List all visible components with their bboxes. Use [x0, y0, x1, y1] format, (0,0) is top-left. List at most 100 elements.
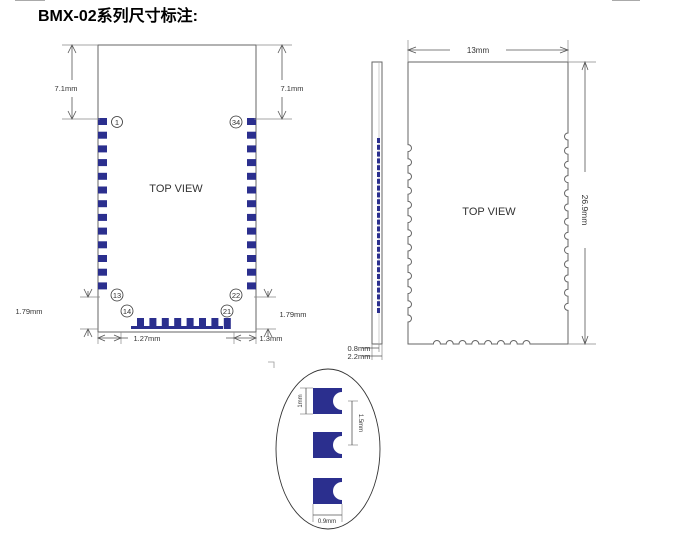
side-pad [377, 246, 380, 252]
bottom-pad-row [131, 318, 231, 329]
dim-overall-label: 2.2mm [348, 352, 371, 361]
top-view-label: TOP VIEW [149, 183, 203, 195]
left-pad [98, 227, 107, 235]
side-pad [377, 144, 380, 150]
module-top-view-label: TOP VIEW [462, 206, 516, 218]
side-pad [377, 233, 380, 239]
pin-marker-34: 34 [229, 115, 243, 129]
side-pad [377, 226, 380, 232]
left-pad [98, 200, 107, 208]
right-pad [247, 241, 256, 249]
detail-pad-middle [313, 432, 342, 458]
pin-label-34: 34 [232, 118, 240, 127]
right-pad [247, 172, 256, 180]
dim-bottom-left-label: 1.79mm [15, 307, 42, 316]
left-pad [98, 186, 107, 194]
bottom-pad [174, 318, 182, 329]
dim-bottom-pitch-label: 1.27mm [133, 334, 160, 343]
pin-marker-1: 1 [111, 116, 123, 128]
dim-bottom-right: 1.79mm [254, 288, 307, 338]
side-pad [377, 294, 380, 300]
left-pad [98, 172, 107, 180]
side-pad [377, 240, 380, 245]
side-pad [377, 253, 380, 259]
side-pad [377, 260, 380, 266]
left-pad [98, 118, 107, 125]
right-pad [247, 186, 256, 194]
side-pad [377, 138, 380, 143]
left-pad [98, 159, 107, 167]
dim-top-right-label: 7.1mm [281, 84, 304, 93]
dim-bottom-left: 1.79mm [15, 288, 100, 338]
dim-pad-height-label: 1mm [298, 394, 304, 407]
side-pad [377, 192, 380, 198]
dim-pitch-label: 1.5mm [357, 414, 363, 432]
dim-bottom-edge-label: 1.3mm [260, 334, 283, 343]
side-pad [377, 308, 380, 313]
bottom-pad [137, 318, 144, 329]
corner-mark [268, 361, 275, 368]
bottom-pad [149, 318, 157, 329]
dim-module-height: 26.9mm [568, 60, 596, 346]
bottom-pad [199, 318, 206, 329]
left-pad [98, 241, 107, 249]
side-pad [377, 301, 380, 307]
side-pad [377, 158, 380, 164]
right-pad [247, 131, 256, 139]
side-pad [377, 287, 380, 293]
left-pad [98, 268, 107, 276]
dim-module-height-label: 26.9mm [580, 195, 590, 226]
pin-label-1: 1 [115, 118, 119, 127]
bottom-pad [186, 318, 194, 329]
dim-top-left-label: 7.1mm [55, 84, 78, 93]
side-pad [377, 206, 380, 211]
right-pad [247, 227, 256, 235]
right-pad [247, 213, 256, 221]
pin-label-13: 13 [113, 291, 121, 300]
side-pad [377, 151, 380, 157]
side-pad [377, 165, 380, 171]
pin-marker-22: 22 [229, 288, 243, 302]
pin-label-21: 21 [223, 307, 231, 316]
dim-bottom-edge: 1.3mm [226, 332, 282, 344]
side-pad [377, 267, 380, 273]
dim-pad-width-label: 0.9mm [318, 519, 336, 525]
side-pad [377, 185, 380, 191]
bottom-pad [211, 318, 219, 329]
dim-bottom-right-label: 1.79mm [279, 310, 306, 319]
top-view-footprint: TOP VIEW 1 34 13 22 14 21 [15, 44, 307, 344]
pin-label-14: 14 [123, 307, 131, 316]
right-pad [247, 282, 256, 290]
pad-detail: 1mm 1.5mm 0.9mm [275, 368, 381, 530]
pin-marker-13: 13 [110, 288, 124, 302]
side-pad [377, 280, 380, 286]
module-outline [407, 61, 569, 345]
right-pad [247, 200, 256, 208]
side-pad [377, 274, 380, 279]
pin-marker-21: 21 [220, 304, 234, 318]
left-pad [98, 255, 107, 262]
side-view-pads [377, 138, 380, 313]
bottom-pad [223, 318, 231, 329]
dim-bottom-pitch: 1.27mm [96, 332, 161, 344]
page-title: BMX-02系列尺寸标注: [38, 8, 199, 25]
side-pad [377, 199, 380, 205]
right-pad [247, 118, 256, 125]
side-pad [377, 172, 380, 177]
bottom-pad [161, 318, 169, 329]
dim-module-width-label: 13mm [467, 46, 490, 55]
pin-marker-14: 14 [120, 304, 134, 318]
detail-pad-bottom [313, 478, 342, 504]
bottom-pad-strip [131, 326, 223, 329]
side-pad [377, 219, 380, 225]
left-pad [98, 131, 107, 139]
module-view: TOP VIEW 13mm 26.9mm [406, 40, 596, 346]
right-pad [247, 268, 256, 276]
right-pad-column [247, 118, 256, 290]
dim-thickness-label: 0.8mm [348, 344, 371, 353]
footprint-outline [97, 44, 257, 333]
side-pad [377, 212, 380, 218]
pin-label-22: 22 [232, 291, 240, 300]
side-pad [377, 178, 380, 184]
